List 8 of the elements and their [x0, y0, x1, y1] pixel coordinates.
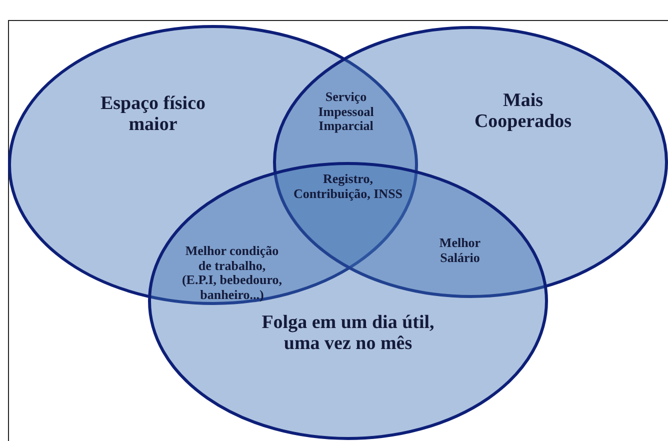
- overlap-label: Melhor condição de trabalho, (E.P.I, bebedouro, banheiro...): [180, 244, 284, 302]
- circle-label: Espaço físico maior: [99, 93, 207, 136]
- overlap-label: Registro, Contribuição, INSS: [292, 172, 404, 202]
- circle-label: Folga em um dia útil, uma vez no mês: [260, 312, 436, 355]
- overlap-label: Serviço Impessoal Imparcial: [317, 90, 375, 134]
- circle-label: Mais Cooperados: [473, 90, 573, 133]
- venn-circle: [148, 162, 548, 440]
- overlap-label: Melhor Salário: [438, 236, 482, 266]
